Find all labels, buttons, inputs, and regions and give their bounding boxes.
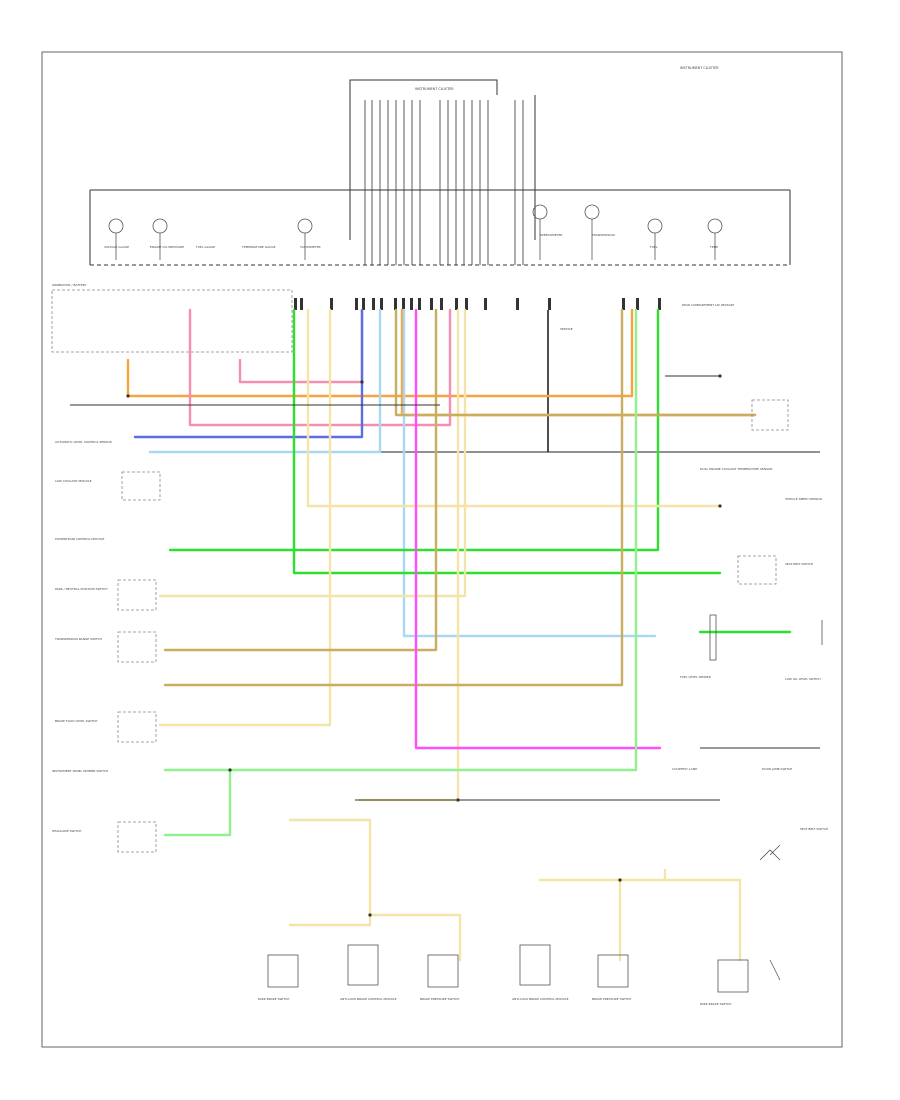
left-components (51, 289, 293, 853)
gauge-label-1: ENGINE OIL PRESSURE (150, 245, 184, 249)
diagram-frame (41, 51, 843, 1048)
gauge-label-5: SPEEDOMETER (540, 233, 562, 237)
bottom-label-5: PARK BRAKE SWITCH (700, 1002, 731, 1006)
gauge-label-7: FUEL (650, 245, 658, 249)
gauge-label-6: TRANSMISSION (591, 233, 615, 237)
gauge-label-0: VOLTAGE GAUGE (104, 245, 129, 249)
right-label-7: DOOR JAMB SWITCH (762, 767, 792, 771)
gauge-label-4: TACHOMETER (299, 245, 321, 249)
bottom-label-3: ANTI-LOCK BRAKE CONTROL MODULE (512, 997, 569, 1001)
left-label-6: BRAKE FLUID LEVEL SWITCH (55, 719, 97, 723)
right-label-4: FUEL LEVEL SENDER (680, 675, 711, 679)
gauge-label-8: TEMP (709, 245, 718, 249)
gauge-label-2: FUEL GAUGE (196, 245, 215, 249)
left-label-3: POWERTRAIN CONTROL MODULE (55, 537, 105, 541)
wire-blue (133, 308, 364, 439)
right-label-0: REAR COMPARTMENT LID RELEASE (682, 303, 734, 307)
bottom-label-1: ANTI-LOCK BRAKE CONTROL MODULE (340, 997, 397, 1001)
splice-points (126, 374, 722, 917)
wire-pink (188, 308, 452, 427)
right-label-6: COURTESY LAMP (672, 767, 697, 771)
right-label-5: LOW OIL LEVEL SWITCH (785, 677, 821, 681)
wire-green (168, 308, 792, 634)
left-label-2: LOW COOLANT MODULE (55, 479, 92, 483)
gauge-labels: VOLTAGE GAUGE ENGINE OIL PRESSURE FUEL G… (104, 233, 718, 331)
right-component-labels: REAR COMPARTMENT LID RELEASE DUAL ENGINE… (672, 303, 822, 771)
right-label-3: SEAT BELT SWITCH (785, 562, 813, 566)
wire-black-horizontal (70, 375, 820, 801)
cluster-label: INSTRUMENT CLUSTER (415, 87, 454, 91)
bottom-components (267, 844, 781, 993)
cluster-connector-pins (294, 298, 661, 310)
instrument-cluster: INSTRUMENT CLUSTER (89, 79, 791, 266)
gauge-label-9: SERVICE (560, 327, 573, 331)
left-label-8: HEADLAMP SWITCH (52, 829, 81, 833)
left-label-4: PARK / NEUTRAL POSITION SWITCH (55, 587, 107, 591)
bottom-label-2: BRAKE PRESSURE SWITCH (420, 997, 459, 1001)
right-label-1: DUAL ENGINE COOLANT TEMPERATURE SENSOR (700, 467, 772, 471)
bottom-component-labels: PARK BRAKE SWITCH ANTI-LOCK BRAKE CONTRO… (258, 827, 828, 1006)
bottom-label-4: BRAKE PRESSURE SWITCH (592, 997, 631, 1001)
right-components (709, 399, 823, 661)
left-label-1: AUTOMATIC LEVEL CONTROL SENSOR (55, 440, 112, 444)
bottom-label-0: PARK BRAKE SWITCH (258, 997, 289, 1001)
left-label-5: TRANSMISSION RANGE SWITCH (54, 637, 102, 641)
page-title: INSTRUMENT CLUSTER (680, 66, 719, 70)
wire-lime (163, 308, 638, 837)
wire-orange (126, 308, 757, 417)
wire-tan (163, 308, 757, 687)
wire-magenta (414, 308, 662, 750)
bottom-label-6: SEAT BELT SWITCH (800, 827, 828, 831)
wire-light-blue (148, 308, 657, 638)
left-component-labels: GENERATOR / BATTERY AUTOMATIC LEVEL CONT… (52, 283, 112, 833)
gauge-label-3: TEMPERATURE GAUGE (241, 245, 276, 249)
left-label-0: GENERATOR / BATTERY (52, 283, 87, 287)
right-label-2: VEHICLE SPEED SENSOR (785, 497, 822, 501)
left-label-7: INSTRUMENT PANEL DIMMER SWITCH (52, 769, 108, 773)
